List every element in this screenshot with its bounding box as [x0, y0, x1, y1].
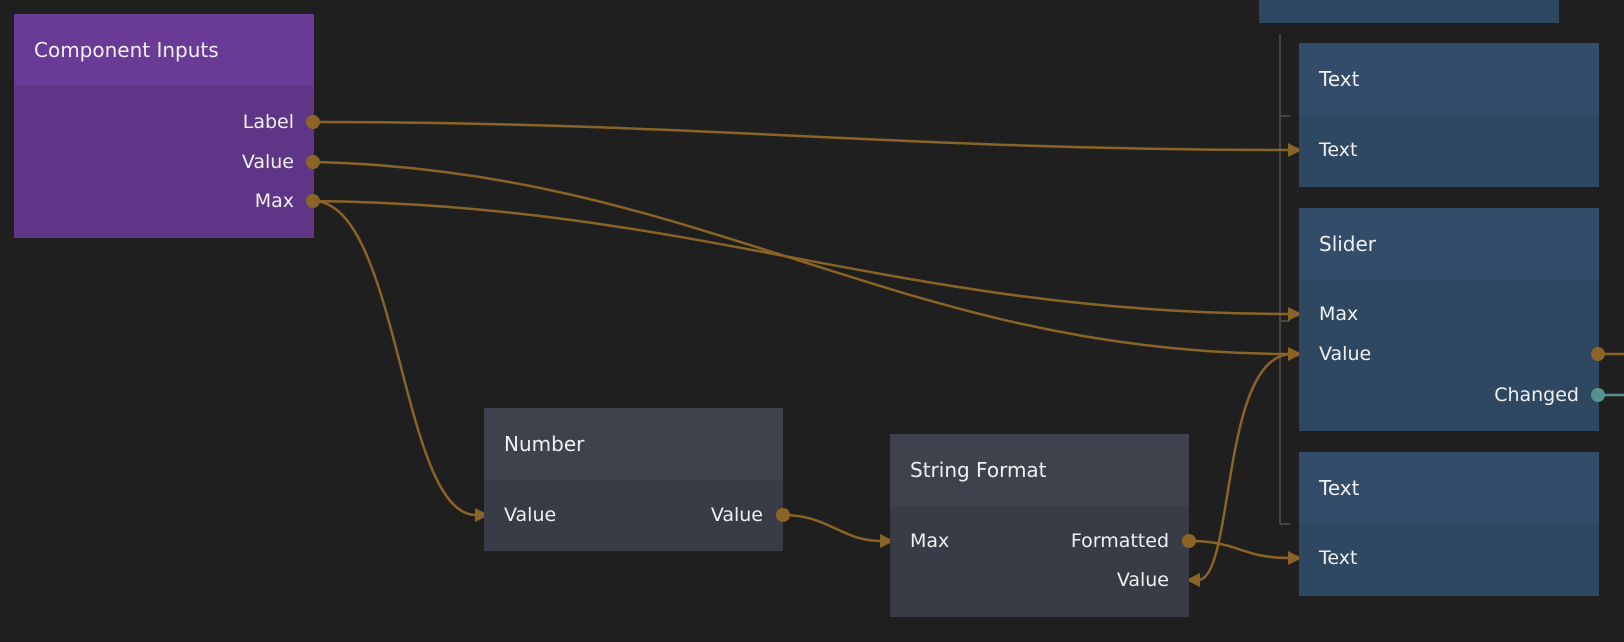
port-label[interactable]: Label [242, 111, 294, 133]
node-number[interactable]: Number Value Value [484, 408, 783, 551]
node-title: String Format [890, 434, 1189, 506]
port-max[interactable]: Max [1319, 303, 1359, 325]
arrow-icon [1288, 551, 1302, 565]
port-value[interactable]: Value [241, 151, 294, 173]
port-formatted[interactable]: Formatted [1070, 530, 1169, 552]
node-component-inputs[interactable]: Component Inputs Label Value Max [14, 14, 314, 238]
node-title: Slider [1299, 208, 1599, 280]
arrow-icon [880, 534, 894, 548]
port-max[interactable]: Max [910, 530, 950, 552]
node-partial-top[interactable] [1259, 0, 1559, 23]
port-text[interactable]: Text [1319, 139, 1358, 161]
port-value-out[interactable]: Value [710, 504, 763, 526]
node-title: Number [484, 408, 783, 480]
wire-number-to-stringformat[interactable] [782, 513, 883, 543]
port-value[interactable]: Value [1319, 343, 1372, 365]
node-string-format[interactable]: String Format Max Formatted Value [890, 434, 1189, 617]
node-title: Text [1299, 43, 1599, 115]
port-text[interactable]: Text [1319, 547, 1358, 569]
node-title: Text [1299, 452, 1599, 523]
wire-max-to-slider-max[interactable] [312, 199, 1291, 316]
arrow-icon [1288, 347, 1302, 361]
port-value[interactable]: Value [1116, 569, 1169, 591]
port-value-in[interactable]: Value [504, 504, 557, 526]
arrow-icon [1288, 307, 1302, 321]
wire-formatted-to-text[interactable] [1188, 539, 1291, 560]
wire-max-to-number[interactable] [312, 199, 477, 517]
node-title: Component Inputs [14, 14, 314, 86]
arrow-icon [1186, 573, 1200, 587]
node-slider[interactable]: Slider Max Value Changed [1299, 208, 1599, 431]
arrow-icon [475, 508, 489, 522]
port-max[interactable]: Max [254, 190, 294, 212]
port-changed[interactable]: Changed [1494, 384, 1579, 406]
wire-value-to-slider-value[interactable] [312, 160, 1291, 356]
wire-slider-value-to-stringformat[interactable] [1197, 352, 1293, 582]
arrow-icon [1288, 143, 1302, 157]
node-text-value[interactable]: Text Text [1299, 452, 1599, 596]
node-text-label[interactable]: Text Text [1299, 43, 1599, 187]
wire-label-to-text[interactable] [312, 120, 1291, 152]
